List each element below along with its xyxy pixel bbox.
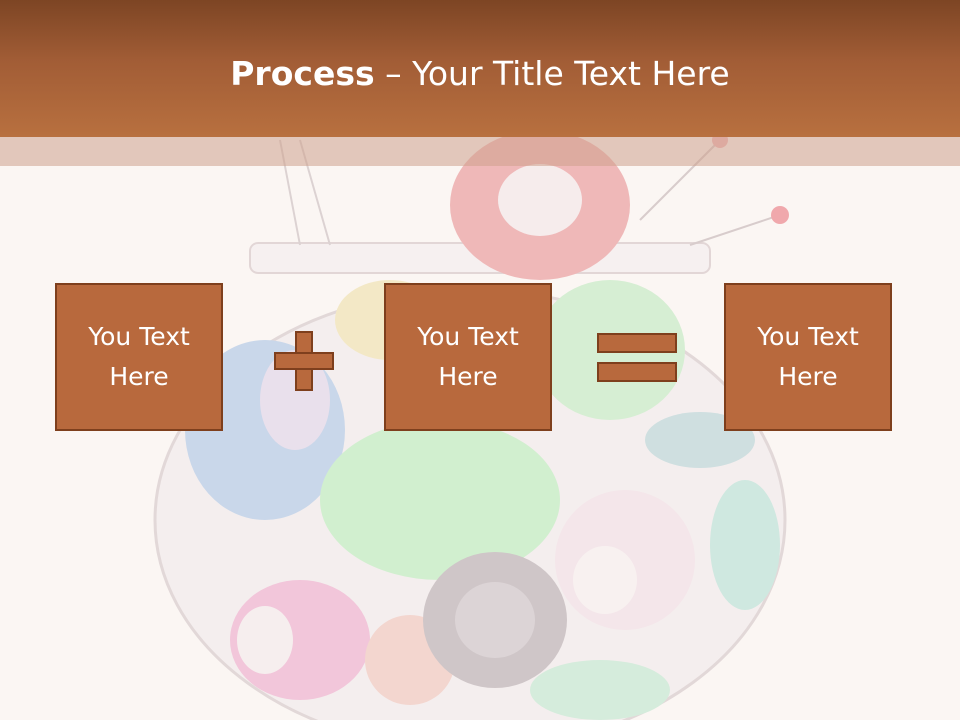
- process-box-3: You Text Here: [724, 283, 892, 431]
- equals-bottom-bar: [597, 362, 677, 382]
- process-box-1: You Text Here: [55, 283, 223, 431]
- equals-icon: [597, 333, 677, 383]
- header-accent-strip: [0, 137, 960, 166]
- equals-top-bar: [597, 333, 677, 353]
- title-bar: Process – Your Title Text Here: [0, 0, 960, 137]
- title-bold: Process: [230, 54, 375, 93]
- slide-title: Process – Your Title Text Here: [0, 52, 960, 96]
- plus-center-fill: [297, 354, 311, 368]
- plus-icon: [274, 331, 334, 391]
- title-rest: – Your Title Text Here: [374, 54, 730, 93]
- process-box-2: You Text Here: [384, 283, 552, 431]
